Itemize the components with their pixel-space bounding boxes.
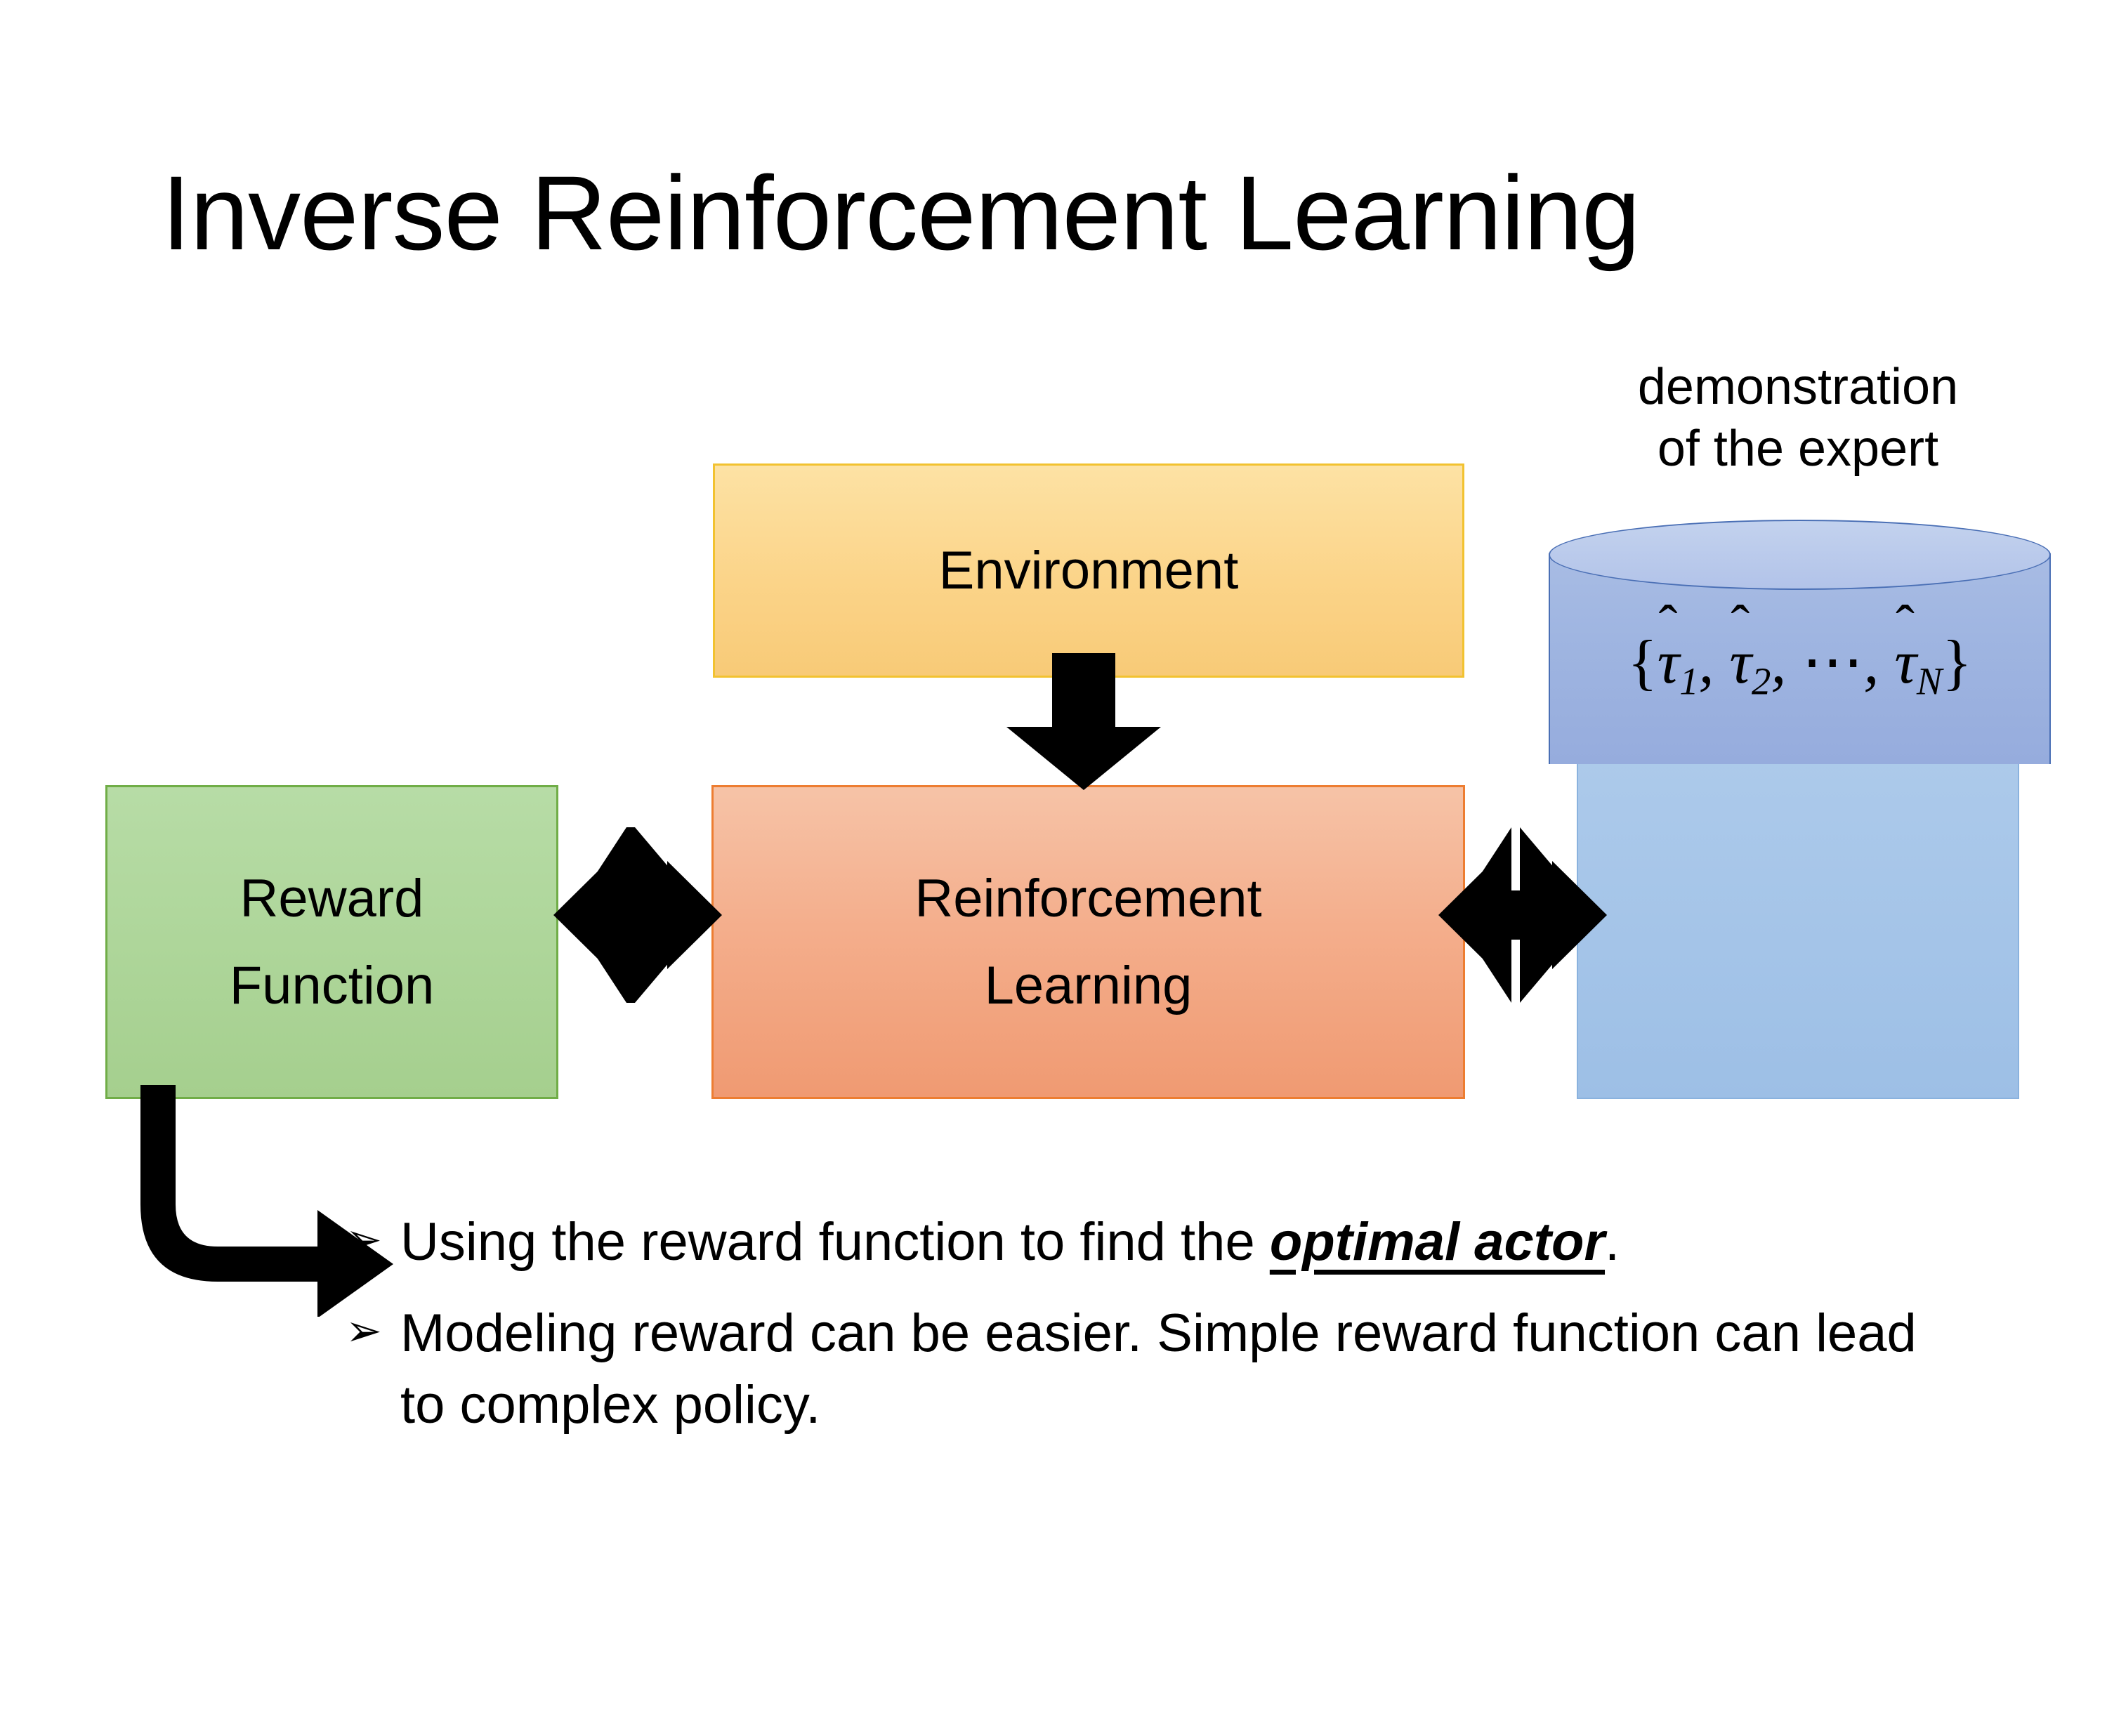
bullet-text-1: Using the reward function to find the op…	[400, 1206, 1961, 1278]
formula-tauN: τ	[1894, 627, 1917, 698]
page-title: Inverse Reinforcement Learning	[162, 154, 1641, 272]
quad-arrow-icon	[1438, 827, 1607, 1003]
bullet-marker-icon: ➢	[346, 1216, 382, 1264]
reward-label-line1: Reward	[239, 869, 424, 929]
formula-sep3: ,	[1863, 629, 1895, 697]
trajectory-set-formula: {τ1, τ2, ⋯, τN}	[1549, 625, 2051, 703]
rl-label-line1: Reinforcement	[914, 869, 1262, 929]
formula-tauN-subscript: N	[1916, 659, 1943, 703]
demonstration-caption: demonstration of the expert	[1566, 357, 2030, 480]
demonstration-caption-line1: demonstration	[1637, 359, 1959, 415]
bullet-1-emphasis: optimal actor	[1269, 1212, 1606, 1272]
demonstration-cylinder[interactable]: {τ1, τ2, ⋯, τN}	[1549, 520, 2051, 801]
formula-tau2: τ	[1730, 627, 1752, 698]
formula-tau1-subscript: 1	[1679, 659, 1699, 703]
bullet-text-2: Modeling reward can be easier. Simple re…	[400, 1303, 1917, 1435]
formula-sep1: ,	[1698, 629, 1730, 697]
demonstration-caption-line2: of the expert	[1657, 420, 1939, 477]
bullet-1-prefix: Using the reward function to find the	[400, 1212, 1270, 1272]
bullet-marker-icon: ➢	[346, 1306, 382, 1355]
rl-label-line2: Learning	[984, 955, 1193, 1015]
quad-arrow-icon	[553, 827, 722, 1003]
formula-open-brace: {	[1627, 629, 1658, 697]
formula-sep2: ,	[1771, 629, 1802, 697]
reward-label-line2: Function	[229, 955, 435, 1015]
down-arrow-icon	[1006, 653, 1161, 790]
list-item: ➢ Modeling reward can be easier. Simple …	[346, 1298, 1961, 1441]
environment-box[interactable]: Environment	[713, 463, 1464, 678]
reinforcement-learning-box[interactable]: Reinforcement Learning	[711, 785, 1465, 1099]
expert-panel[interactable]: Expert	[1577, 716, 2019, 1099]
reward-function-box-label: Reward Function	[107, 787, 556, 1097]
formula-tau1: τ	[1658, 627, 1680, 698]
slide-canvas: Inverse Reinforcement Learning demonstra…	[0, 0, 2107, 1580]
bullet-1-suffix: .	[1605, 1212, 1620, 1272]
list-item: ➢ Using the reward function to find the …	[346, 1206, 1961, 1278]
bent-arrow-icon	[140, 1085, 393, 1317]
environment-box-label: Environment	[938, 541, 1239, 600]
cylinder-top-ellipse	[1549, 520, 2051, 590]
bullet-list: ➢ Using the reward function to find the …	[346, 1206, 1961, 1460]
reward-function-box[interactable]: Reward Function	[105, 785, 558, 1099]
formula-close-brace: }	[1942, 629, 1972, 697]
reinforcement-learning-box-label: Reinforcement Learning	[714, 787, 1463, 1097]
formula-ellipsis: ⋯	[1801, 629, 1864, 697]
formula-tau2-subscript: 2	[1752, 659, 1771, 703]
